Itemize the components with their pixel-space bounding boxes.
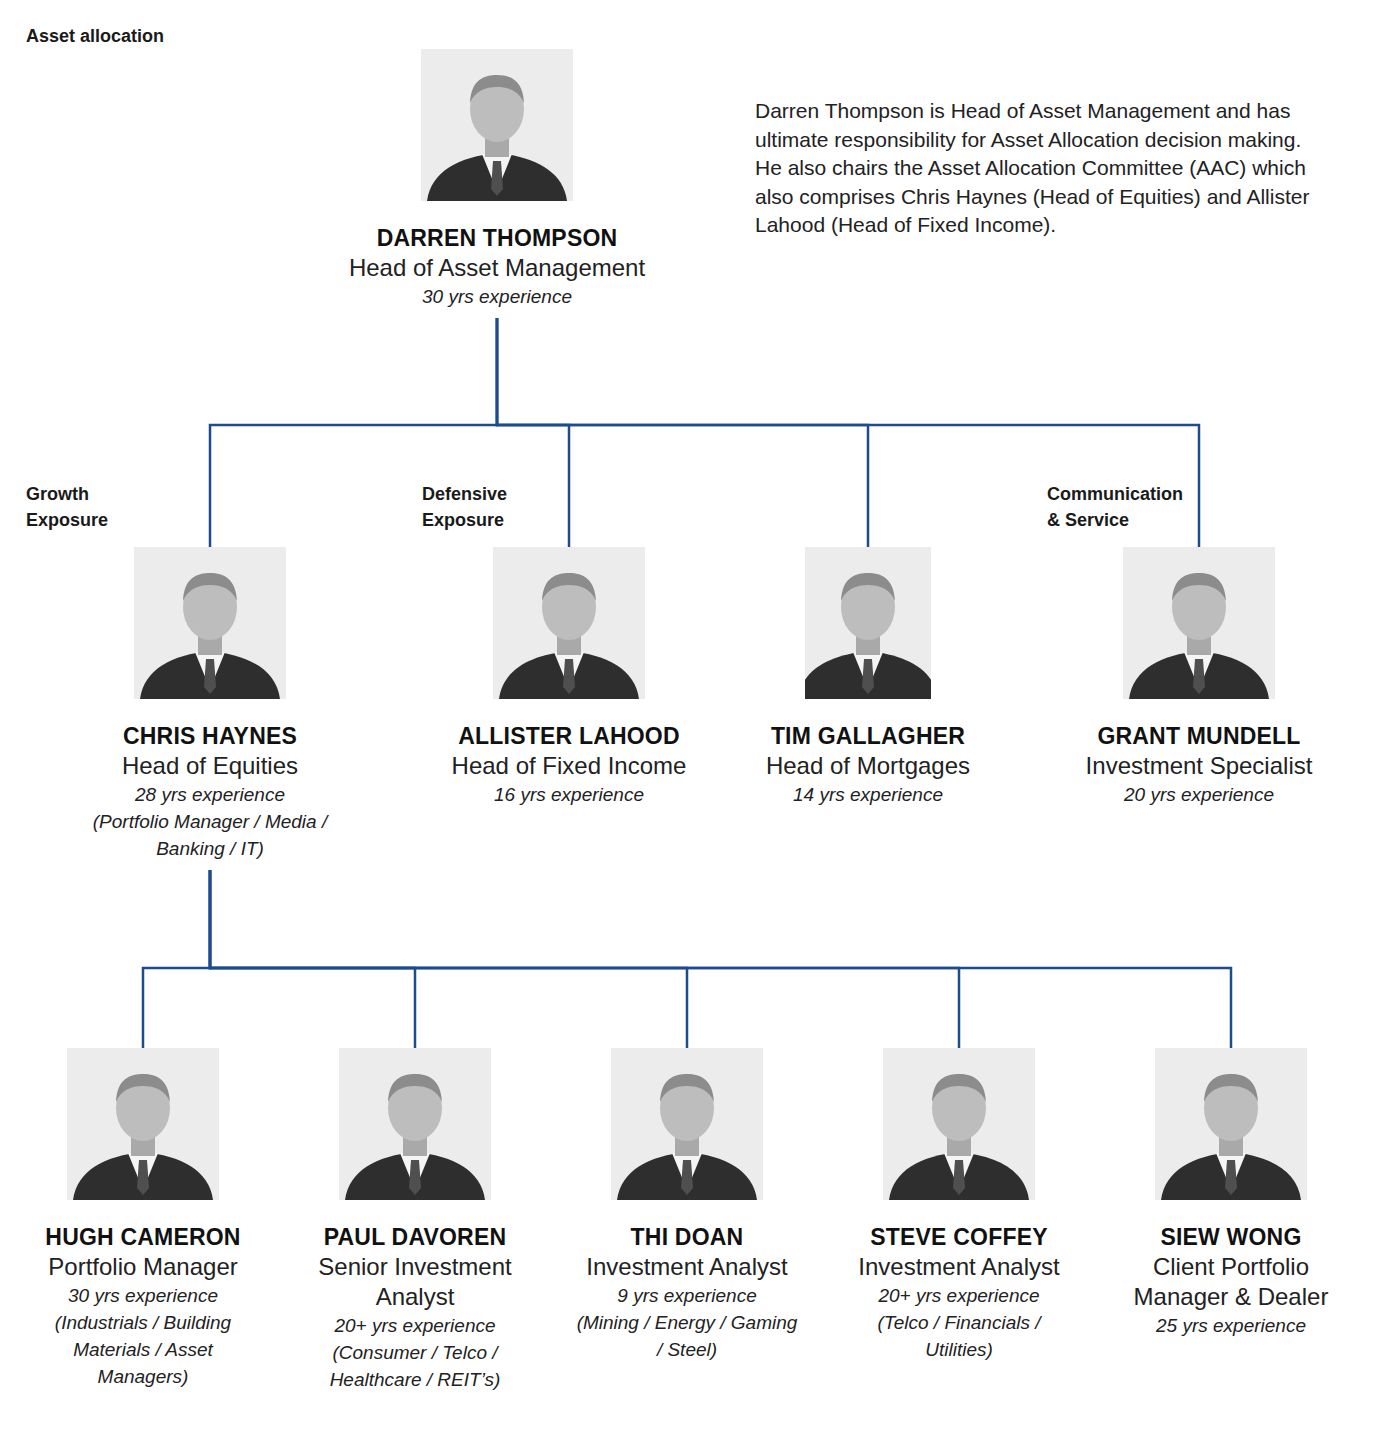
org-connector — [210, 870, 959, 1048]
experience-note: 28 yrs experience — [60, 781, 360, 808]
band-label-holder: Growth Exposure — [26, 481, 126, 533]
person-name: ALLISTER LAHOOD — [429, 721, 709, 751]
experience-note: 20 yrs experience — [1049, 781, 1349, 808]
org-connector — [497, 318, 868, 547]
person-name: THI DOAN — [569, 1222, 805, 1252]
job-title: Client Portfolio Manager & Dealer — [1113, 1252, 1349, 1312]
org-connector — [210, 870, 1231, 1048]
org-connector — [210, 870, 415, 1048]
portrait-figure — [1155, 1048, 1307, 1200]
org-connector — [143, 870, 210, 1048]
portrait-photo — [805, 547, 931, 699]
band-shape — [405, 467, 1017, 877]
experience-note: 16 yrs experience — [429, 781, 709, 808]
portrait-photo — [1155, 1048, 1307, 1200]
band-label: Defensive Exposure — [422, 481, 532, 533]
person-card: CHRIS HAYNESHead of Equities28 yrs exper… — [60, 547, 360, 870]
description-text: Darren Thompson is Head of Asset Managem… — [755, 97, 1315, 240]
person-name: CHRIS HAYNES — [60, 721, 360, 751]
portrait-figure — [611, 1048, 763, 1200]
portrait-figure — [1123, 547, 1275, 699]
sector-note: (Portfolio Manager / Media / Banking / I… — [60, 808, 360, 862]
group-band: Defensive ExposureALLISTER LAHOODHead of… — [405, 467, 1017, 877]
portrait-figure — [493, 547, 645, 699]
experience-note: 14 yrs experience — [738, 781, 998, 808]
description-holder: Darren Thompson is Head of Asset Managem… — [755, 97, 1315, 240]
portrait-photo — [1123, 547, 1275, 699]
portrait-figure — [134, 547, 286, 699]
band-label: Growth Exposure — [26, 481, 126, 533]
person-card: PAUL DAVORENSenior Investment Analyst20+… — [297, 1048, 533, 1401]
person-name: PAUL DAVOREN — [297, 1222, 533, 1252]
job-title: Head of Equities — [60, 751, 360, 781]
job-title: Head of Fixed Income — [429, 751, 709, 781]
person-card: STEVE COFFEYInvestment Analyst20+ yrs ex… — [841, 1048, 1077, 1371]
job-title: Head of Asset Management — [317, 253, 677, 283]
job-title: Investment Specialist — [1049, 751, 1349, 781]
org-connector — [497, 318, 1199, 547]
experience-note: 30 yrs experience — [25, 1282, 261, 1309]
band-label-holder: Communication & Service — [1047, 481, 1197, 533]
band-shape — [7, 7, 1367, 372]
person-name: SIEW WONG — [1113, 1222, 1349, 1252]
band-label-holder: Asset allocation — [26, 23, 346, 49]
portrait-photo — [493, 547, 645, 699]
portrait-photo — [883, 1048, 1035, 1200]
group-band: Asset allocationDarren Thompson is Head … — [7, 7, 1367, 372]
person-card: DARREN THOMPSONHead of Asset Management3… — [317, 49, 677, 318]
sector-note: (Telco / Financials / Utilities) — [841, 1309, 1077, 1363]
job-title: Investment Analyst — [841, 1252, 1077, 1282]
experience-note: 30 yrs experience — [317, 283, 677, 310]
person-name: TIM GALLAGHER — [738, 721, 998, 751]
portrait-photo — [67, 1048, 219, 1200]
job-title: Head of Mortgages — [738, 751, 998, 781]
band-label-holder: Defensive Exposure — [422, 481, 532, 533]
job-title: Senior Investment Analyst — [297, 1252, 533, 1312]
org-connector — [210, 870, 687, 1048]
person-card: HUGH CAMERONPortfolio Manager30 yrs expe… — [25, 1048, 261, 1398]
person-name: GRANT MUNDELL — [1049, 721, 1349, 751]
experience-note: 20+ yrs experience — [297, 1312, 533, 1339]
person-name: STEVE COFFEY — [841, 1222, 1077, 1252]
portrait-photo — [134, 547, 286, 699]
portrait-figure — [805, 547, 931, 699]
sector-note: (Mining / Energy / Gaming / Steel) — [569, 1309, 805, 1363]
band-shape — [1031, 467, 1367, 877]
job-title: Portfolio Manager — [25, 1252, 261, 1282]
portrait-figure — [67, 1048, 219, 1200]
experience-note: 20+ yrs experience — [841, 1282, 1077, 1309]
portrait-figure — [421, 49, 573, 201]
portrait-photo — [339, 1048, 491, 1200]
band-label: Asset allocation — [26, 23, 346, 49]
group-band: Communication & ServiceGRANT MUNDELLInve… — [1031, 467, 1367, 877]
band-label: Communication & Service — [1047, 481, 1197, 533]
person-card: SIEW WONGClient Portfolio Manager & Deal… — [1113, 1048, 1349, 1347]
portrait-figure — [883, 1048, 1035, 1200]
sector-note: (Consumer / Telco / Healthcare / REIT’s) — [297, 1339, 533, 1393]
portrait-figure — [339, 1048, 491, 1200]
band-shape — [7, 467, 1367, 1430]
person-card: ALLISTER LAHOODHead of Fixed Income16 yr… — [429, 547, 709, 816]
person-name: HUGH CAMERON — [25, 1222, 261, 1252]
sector-note: (Industrials / Building Materials / Asse… — [25, 1309, 261, 1390]
org-connector — [497, 318, 569, 547]
person-card: TIM GALLAGHERHead of Mortgages14 yrs exp… — [738, 547, 998, 816]
portrait-photo — [421, 49, 573, 201]
experience-note: 9 yrs experience — [569, 1282, 805, 1309]
person-card: THI DOANInvestment Analyst9 yrs experien… — [569, 1048, 805, 1371]
experience-note: 25 yrs experience — [1113, 1312, 1349, 1339]
person-card: GRANT MUNDELLInvestment Specialist20 yrs… — [1049, 547, 1349, 816]
job-title: Investment Analyst — [569, 1252, 805, 1282]
person-name: DARREN THOMPSON — [317, 223, 677, 253]
portrait-photo — [611, 1048, 763, 1200]
